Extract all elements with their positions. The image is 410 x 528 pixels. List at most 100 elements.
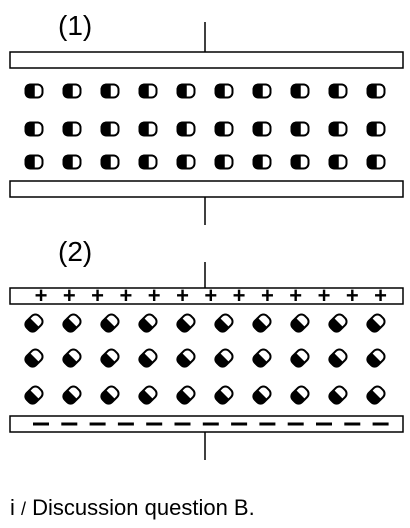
molecule [176, 121, 196, 137]
molecule-negative-half [138, 83, 149, 99]
molecule-negative-half [328, 154, 339, 170]
molecule [214, 348, 234, 368]
molecule [24, 313, 44, 333]
molecule [176, 154, 196, 170]
positive-charge: + [346, 283, 359, 308]
positive-charge: + [261, 283, 274, 308]
molecule-negative-half [100, 352, 116, 368]
molecule [100, 348, 120, 368]
molecule-negative-half [366, 83, 377, 99]
molecule [24, 385, 44, 405]
positive-charge: + [289, 283, 302, 308]
molecule [138, 385, 158, 405]
molecule [328, 385, 348, 405]
caption-separator: / [21, 499, 27, 519]
molecule-negative-half [176, 83, 187, 99]
molecule-negative-half [62, 352, 78, 368]
molecule [328, 348, 348, 368]
molecule [138, 313, 158, 333]
molecule [100, 83, 120, 99]
molecule [138, 83, 158, 99]
molecule-negative-half [24, 121, 35, 137]
molecule-negative-half [366, 352, 382, 368]
panel-unpolarized [9, 22, 404, 225]
positive-charge: + [233, 283, 246, 308]
molecule [62, 121, 82, 137]
molecule-negative-half [214, 154, 225, 170]
figure-caption: i / Discussion question B. [10, 497, 255, 519]
molecule-negative-half [100, 317, 116, 333]
molecule [176, 385, 196, 405]
molecule [366, 121, 386, 137]
molecule-negative-half [290, 317, 306, 333]
molecule [62, 83, 82, 99]
molecule [328, 154, 348, 170]
positive-charge: + [35, 283, 48, 308]
positive-charge: + [204, 283, 217, 308]
molecule [328, 121, 348, 137]
molecule-negative-half [176, 389, 192, 405]
molecule-negative-half [24, 154, 35, 170]
molecule [366, 83, 386, 99]
molecule-negative-half [100, 83, 111, 99]
molecule-negative-half [252, 154, 263, 170]
bottom-plate [9, 180, 404, 198]
molecule [252, 385, 272, 405]
molecule [176, 313, 196, 333]
molecule [214, 83, 234, 99]
molecule [214, 313, 234, 333]
molecule [214, 385, 234, 405]
positive-charge: + [63, 283, 76, 308]
molecule [24, 154, 44, 170]
molecule-negative-half [366, 317, 382, 333]
molecule-negative-half [176, 352, 192, 368]
molecule [62, 385, 82, 405]
molecule [252, 121, 272, 137]
molecule-negative-half [252, 83, 263, 99]
molecule [252, 154, 272, 170]
molecule-negative-half [214, 352, 230, 368]
molecule [290, 348, 310, 368]
top-plate [9, 51, 404, 69]
molecule-negative-half [328, 121, 339, 137]
caption-prefix: i [10, 495, 15, 520]
molecule [214, 121, 234, 137]
molecule-negative-half [176, 121, 187, 137]
molecule-negative-half [328, 389, 344, 405]
panel-label-2: (2) [58, 236, 93, 267]
molecule-negative-half [290, 154, 301, 170]
molecule [214, 154, 234, 170]
molecule [100, 385, 120, 405]
molecule-negative-half [290, 389, 306, 405]
molecule-negative-half [328, 317, 344, 333]
molecule [290, 313, 310, 333]
molecule [290, 154, 310, 170]
molecule [24, 83, 44, 99]
molecule [366, 348, 386, 368]
molecule [366, 313, 386, 333]
top-plate [9, 287, 404, 305]
molecule-negative-half [138, 389, 154, 405]
molecule [24, 121, 44, 137]
molecule-negative-half [62, 121, 73, 137]
molecule-negative-half [100, 154, 111, 170]
molecule-negative-half [252, 317, 268, 333]
molecule [62, 348, 82, 368]
molecule [100, 313, 120, 333]
molecule [366, 385, 386, 405]
molecule-negative-half [366, 389, 382, 405]
molecule-negative-half [328, 352, 344, 368]
molecule [366, 154, 386, 170]
molecule [290, 385, 310, 405]
molecule-negative-half [366, 154, 377, 170]
molecule-negative-half [24, 83, 35, 99]
molecule-negative-half [252, 352, 268, 368]
molecule [100, 121, 120, 137]
molecule [290, 121, 310, 137]
molecule-negative-half [62, 83, 73, 99]
molecule-negative-half [138, 154, 149, 170]
positive-charge: + [91, 283, 104, 308]
molecule [24, 348, 44, 368]
molecule [138, 121, 158, 137]
